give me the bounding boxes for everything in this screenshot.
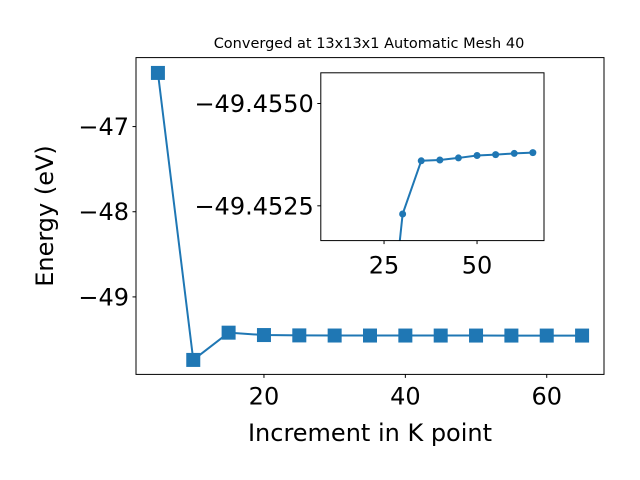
- inset-series-line: [398, 149, 537, 241]
- main-axes-frame: [135, 57, 605, 375]
- inset-axes-frame: [320, 72, 545, 242]
- data-point-marker: [473, 151, 481, 159]
- data-point-marker: [433, 328, 448, 343]
- data-point-marker: [469, 328, 484, 343]
- x-tick-label: 60: [531, 382, 562, 410]
- x-tick-label: 40: [390, 382, 421, 410]
- data-point-marker: [417, 157, 425, 165]
- data-point-marker: [221, 325, 236, 340]
- data-point-marker: [186, 352, 201, 367]
- data-point-marker: [504, 328, 519, 343]
- chart-title: Converged at 13x13x1 Automatic Mesh 40: [214, 36, 525, 52]
- inset-axes: 25 50 −49.4550 −49.4525: [194, 72, 545, 280]
- data-point-marker: [150, 65, 165, 80]
- y-tick-label: −49.4525: [194, 192, 313, 220]
- main-y-ticks: −47 −48 −49: [78, 113, 136, 311]
- y-axis-label: Energy (eV): [31, 145, 59, 287]
- y-tick-label: −47: [78, 113, 129, 141]
- data-point-marker: [539, 328, 554, 343]
- data-point-marker: [575, 328, 590, 343]
- data-point-marker: [399, 210, 407, 218]
- data-point-marker: [529, 149, 537, 157]
- main-x-ticks: 20 40 60: [249, 374, 562, 410]
- data-point-marker: [363, 328, 377, 343]
- data-point-marker: [454, 154, 462, 162]
- main-axes: 20 40 60 −47 −48 −49: [78, 57, 605, 410]
- y-tick-label: −49: [78, 283, 129, 311]
- x-tick-label: 20: [249, 382, 280, 410]
- inset-background: [320, 72, 544, 241]
- y-tick-label: −49.4550: [194, 90, 313, 118]
- main-series-line: [150, 65, 590, 367]
- data-point-marker: [492, 151, 500, 159]
- x-tick-label: 50: [462, 252, 493, 280]
- data-point-marker: [398, 328, 413, 343]
- x-axis-label: Increment in K point: [248, 419, 492, 447]
- data-point-marker: [510, 149, 518, 157]
- data-point-marker: [436, 156, 444, 164]
- data-point-marker: [327, 328, 342, 343]
- inset-y-ticks: −49.4550 −49.4525: [194, 90, 321, 220]
- y-tick-label: −48: [78, 198, 129, 226]
- data-point-marker: [256, 328, 271, 343]
- data-point-marker: [292, 328, 307, 343]
- inset-x-ticks: 25 50: [369, 240, 493, 280]
- x-tick-label: 25: [369, 252, 400, 280]
